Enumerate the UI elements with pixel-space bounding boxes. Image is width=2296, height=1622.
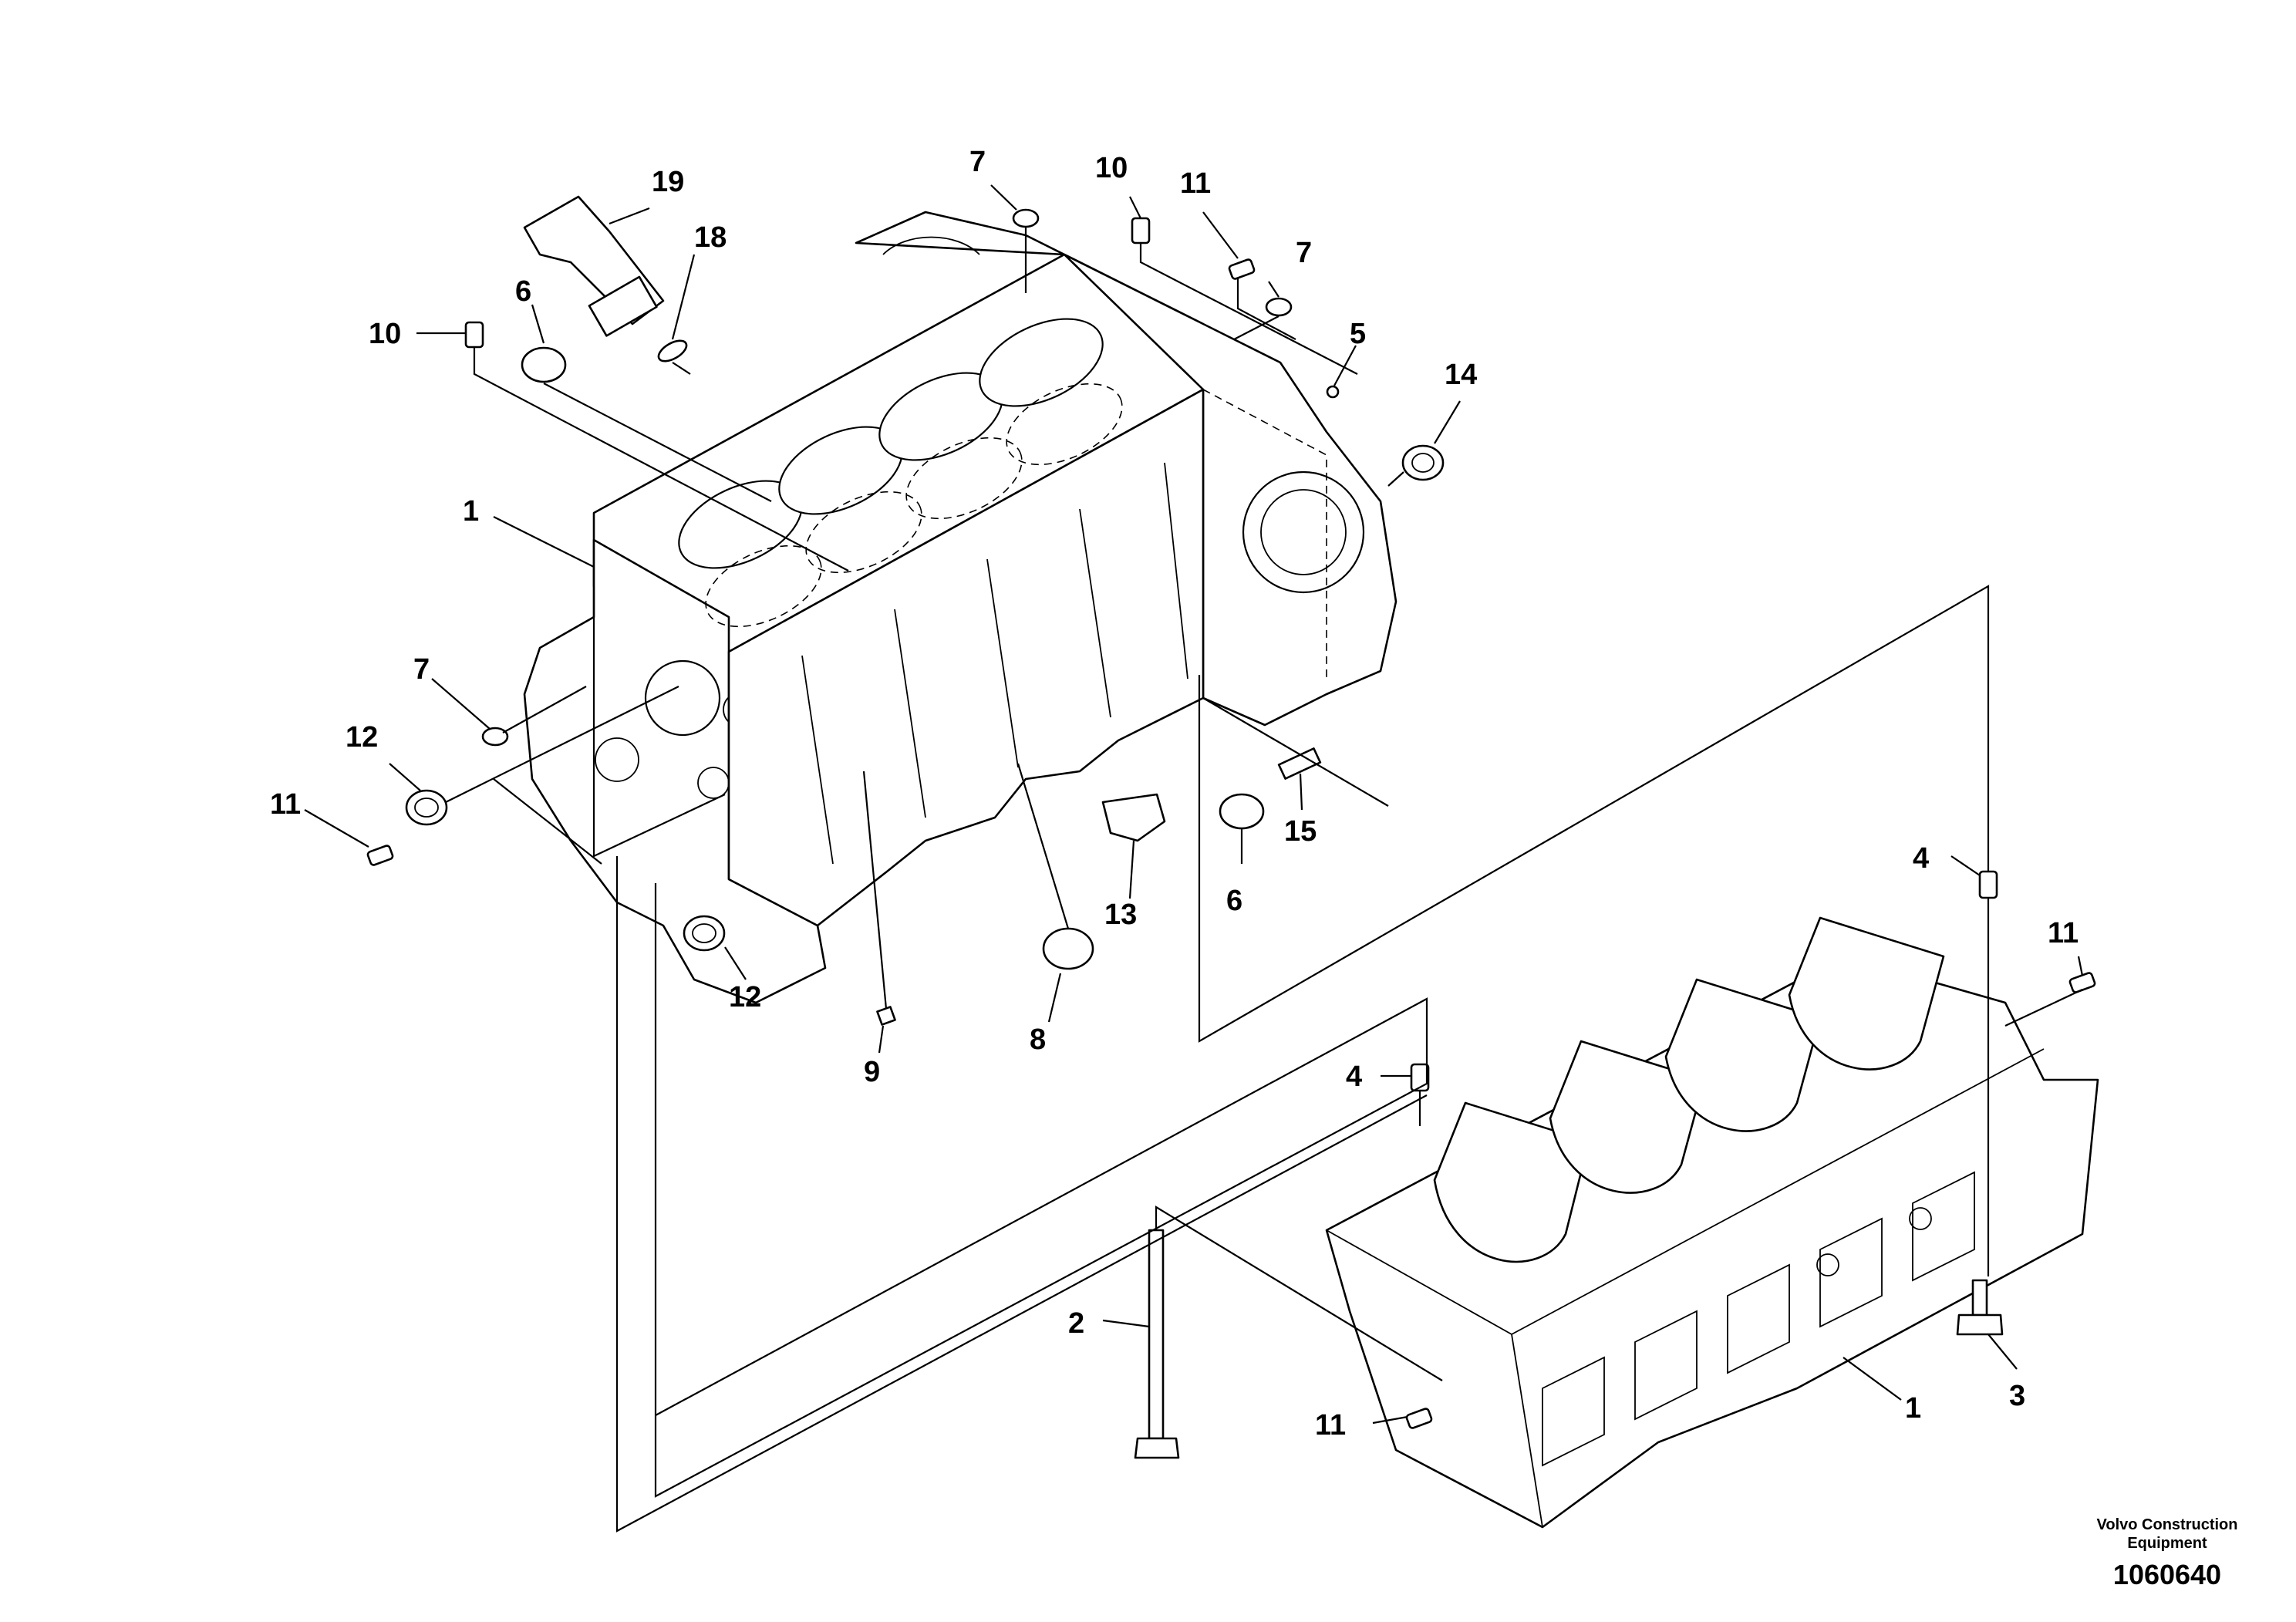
callout-11-right: 11 <box>2048 917 2079 949</box>
callout-18: 18 <box>694 221 727 254</box>
callout-9: 9 <box>864 1056 880 1088</box>
credit-line-2: Equipment <box>2127 1535 2207 1552</box>
callout-11-top: 11 <box>1180 167 1211 200</box>
callout-labels: 19 18 6 10 7 10 11 7 5 14 1 7 12 11 15 6… <box>270 146 2079 1442</box>
callout-15: 15 <box>1284 815 1317 848</box>
callout-1-upper: 1 <box>463 495 479 528</box>
small-parts <box>366 195 2096 1459</box>
callout-7-left: 7 <box>413 653 430 686</box>
callout-12-lower: 12 <box>729 981 761 1013</box>
callout-12-left: 12 <box>346 721 378 754</box>
callout-1-lower: 1 <box>1905 1392 1921 1425</box>
callout-2: 2 <box>1068 1307 1084 1340</box>
callout-6-lower: 6 <box>1226 885 1242 917</box>
callout-7-top: 7 <box>969 146 986 178</box>
callout-11-bottom: 11 <box>1315 1409 1346 1442</box>
cylinder-block-upper <box>523 211 1397 1004</box>
drawing-number: 1060640 <box>2113 1559 2221 1590</box>
callout-7-right: 7 <box>1296 237 1312 269</box>
callout-3: 3 <box>2009 1380 2025 1412</box>
cylinder-block-lower <box>1325 916 2099 1529</box>
callout-6-plug: 6 <box>515 275 531 308</box>
credit-line-1: Volvo Construction <box>2097 1516 2238 1533</box>
leader-lines <box>304 184 2084 1533</box>
callout-8: 8 <box>1030 1023 1046 1056</box>
callout-11-left: 11 <box>270 788 301 821</box>
callout-10-left: 10 <box>369 318 401 350</box>
callout-4-right: 4 <box>1913 842 1929 875</box>
callout-10-top: 10 <box>1095 152 1128 184</box>
callout-4-left: 4 <box>1346 1061 1362 1093</box>
callout-5: 5 <box>1350 318 1366 350</box>
callout-13: 13 <box>1104 899 1137 931</box>
callout-19: 19 <box>652 166 684 198</box>
callout-14: 14 <box>1445 359 1477 391</box>
